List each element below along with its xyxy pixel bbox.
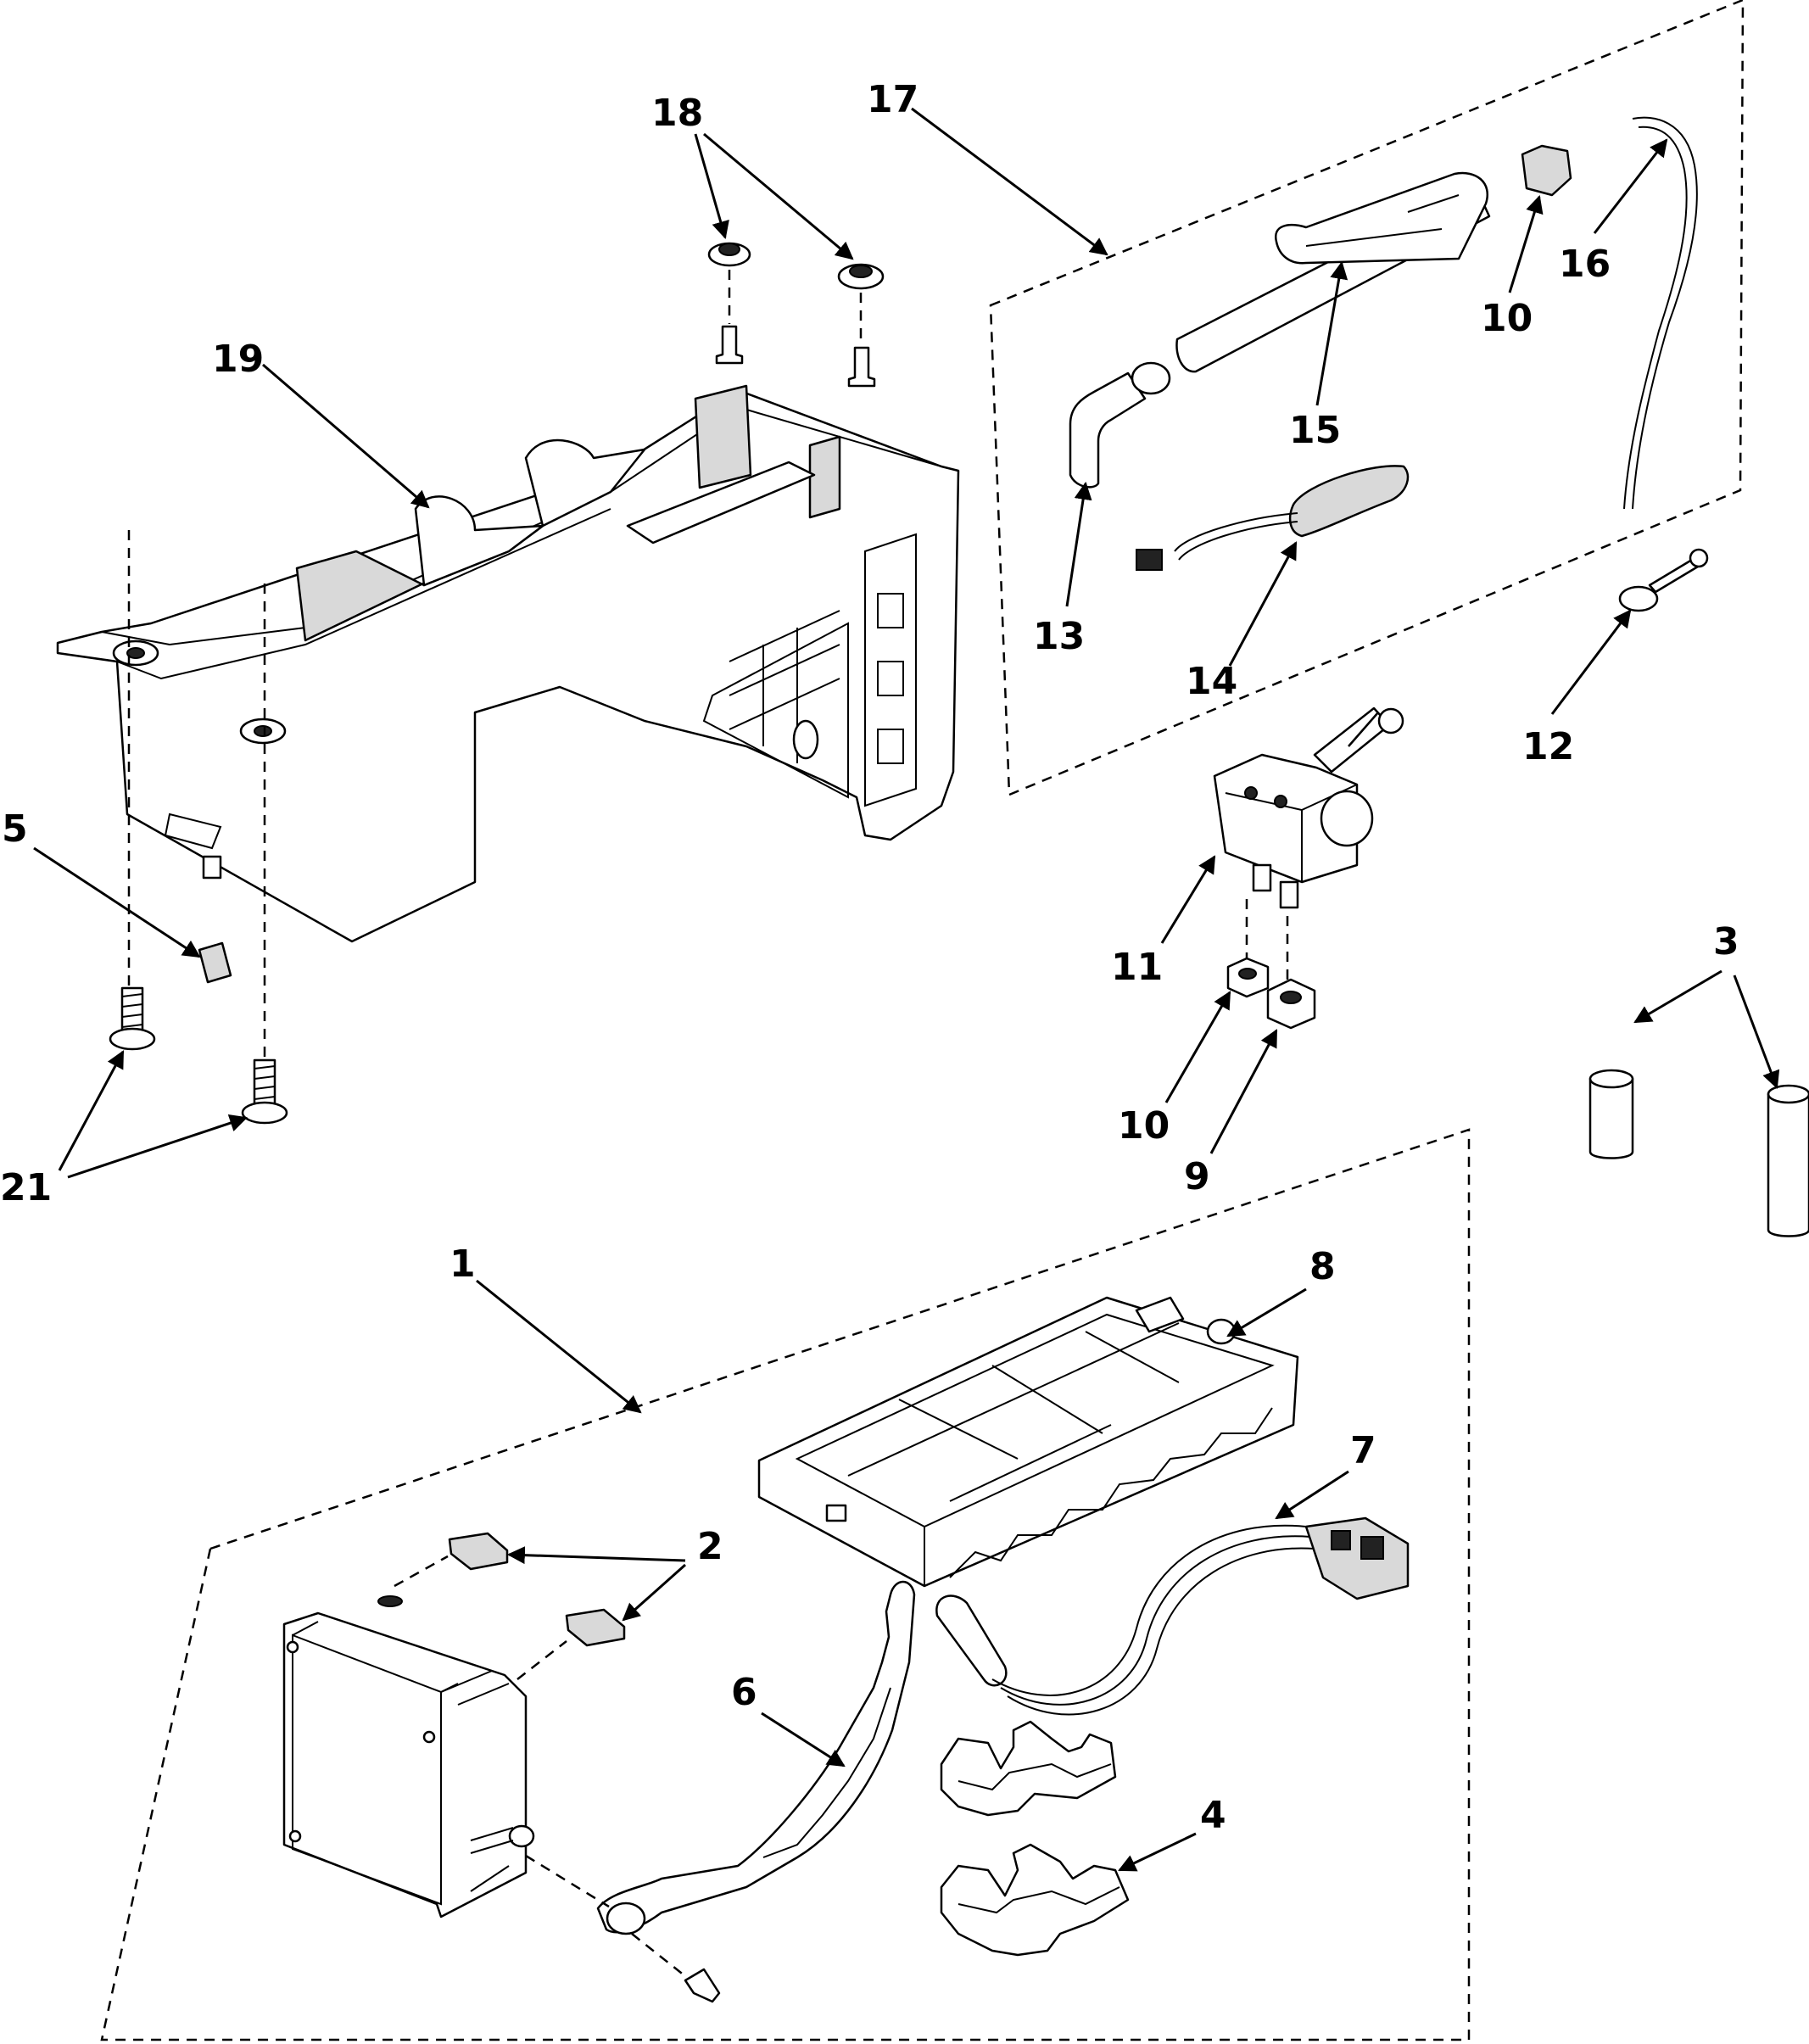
callout-14: 14 <box>1186 660 1237 703</box>
callout-12: 12 <box>1522 725 1574 768</box>
leader-3b <box>1733 975 1780 1089</box>
screw-18b <box>847 346 876 388</box>
callout-5: 5 <box>2 807 28 851</box>
leader-3a <box>1633 969 1722 1024</box>
wire-harness-part-7 <box>935 1516 1410 1716</box>
callout-1: 1 <box>449 1243 476 1286</box>
grommet-18a <box>707 242 751 267</box>
group-1-boundary <box>100 1128 1471 2041</box>
callout-21: 21 <box>0 1166 52 1209</box>
leader-21a <box>58 1050 125 1171</box>
callout-6: 6 <box>731 1671 757 1714</box>
leader-2b <box>622 1563 686 1622</box>
clip-part-5 <box>198 941 232 984</box>
callout-13: 13 <box>1033 615 1085 658</box>
clip-part-2b <box>565 1608 626 1647</box>
leader-15 <box>1315 260 1348 406</box>
callout-17: 17 <box>867 78 918 121</box>
leader-5 <box>33 846 201 958</box>
callout-10-lower: 10 <box>1118 1104 1170 1148</box>
leader-12 <box>1550 609 1632 715</box>
grommet-18b <box>837 263 885 290</box>
axis-line-clip-a <box>394 1555 449 1588</box>
clip-part-2a <box>448 1532 509 1571</box>
nut-part-10-upper <box>1521 144 1572 197</box>
leader-17 <box>911 107 1108 256</box>
tube-part-3a <box>1588 1069 1634 1159</box>
leader-9 <box>1209 1029 1278 1154</box>
nut-part-10-lower <box>1226 957 1270 998</box>
leader-18a <box>694 133 729 240</box>
ice-tray-part-8 <box>757 1296 1299 1588</box>
leader-10-lower <box>1164 991 1231 1103</box>
callout-2: 2 <box>697 1525 723 1568</box>
leader-6 <box>761 1712 846 1768</box>
bracket-part-4b <box>940 1843 1130 1957</box>
callout-16: 16 <box>1559 243 1611 286</box>
leader-8 <box>1226 1287 1307 1338</box>
leader-16 <box>1593 138 1668 234</box>
leader-14 <box>1228 541 1298 667</box>
callout-15: 15 <box>1289 409 1341 452</box>
leader-4 <box>1118 1832 1197 1872</box>
screw-21a <box>109 986 156 1051</box>
screw-arm <box>684 1968 721 2003</box>
axis-line-arm <box>525 1854 610 1908</box>
elbow-tube-part-13 <box>1069 371 1147 489</box>
tube-part-3b <box>1767 1084 1809 1237</box>
callout-10-upper: 10 <box>1481 297 1533 340</box>
callout-18: 18 <box>651 92 703 135</box>
water-valve-part-11 <box>1213 706 1404 909</box>
callout-19: 19 <box>212 338 264 381</box>
leader-18b <box>703 132 854 260</box>
axis-line-screw-arm <box>631 1933 686 1977</box>
callout-7: 7 <box>1350 1429 1376 1472</box>
water-tube-part-16 <box>1632 116 1698 510</box>
callout-9: 9 <box>1184 1155 1210 1198</box>
group-17-boundary <box>989 0 1745 796</box>
ice-bucket-housing <box>56 384 960 943</box>
screw-21b <box>241 1058 288 1125</box>
leader-21b <box>67 1114 248 1179</box>
tube-bracket-part-15 <box>1275 171 1488 265</box>
leader-13 <box>1065 481 1092 607</box>
leader-2a <box>506 1546 686 1565</box>
axis-line-clip-b <box>516 1640 567 1680</box>
control-module-box <box>282 1595 535 1918</box>
ejector-arm-part-6 <box>596 1580 916 1935</box>
screw-18a <box>715 325 744 365</box>
callout-8: 8 <box>1309 1245 1336 1288</box>
leader-11 <box>1160 855 1216 944</box>
callout-11: 11 <box>1111 946 1163 989</box>
leader-1 <box>476 1279 642 1414</box>
callout-3: 3 <box>1713 920 1739 963</box>
leader-19 <box>262 363 430 509</box>
nut-part-9 <box>1266 978 1316 1030</box>
leader-7 <box>1275 1470 1349 1520</box>
leader-10-upper <box>1508 194 1544 293</box>
callout-4: 4 <box>1200 1794 1226 1837</box>
heater-harness-part-14 <box>1136 465 1410 571</box>
clamp-part-12 <box>1618 548 1709 612</box>
